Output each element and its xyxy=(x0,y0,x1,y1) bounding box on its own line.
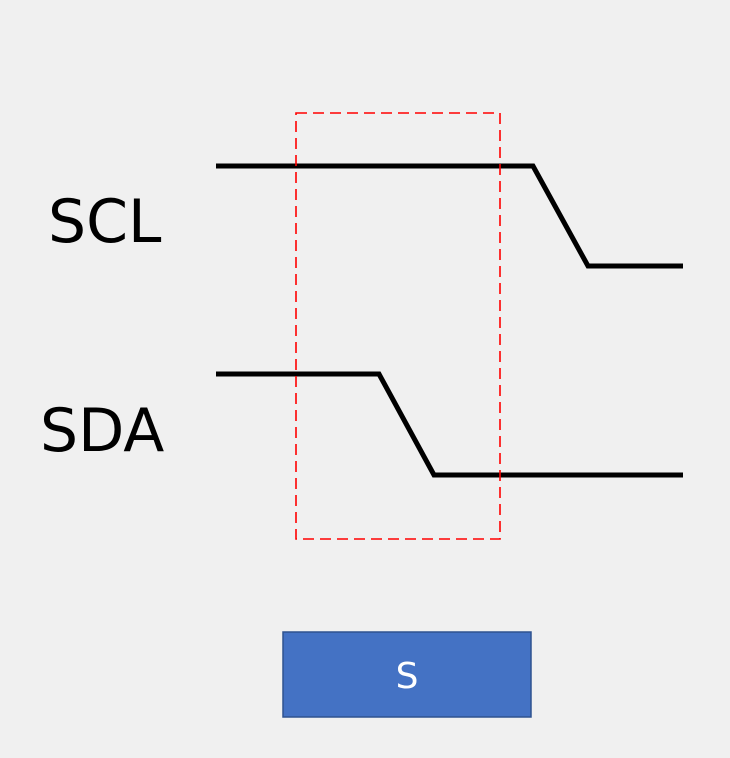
scl-label: SCL xyxy=(48,187,162,257)
sda-waveform xyxy=(216,371,683,478)
sda-label: SDA xyxy=(40,396,164,466)
start-condition-label: S xyxy=(396,656,419,697)
start-condition-highlight xyxy=(295,112,501,540)
start-condition-box xyxy=(282,631,532,718)
scl-waveform xyxy=(216,163,683,269)
